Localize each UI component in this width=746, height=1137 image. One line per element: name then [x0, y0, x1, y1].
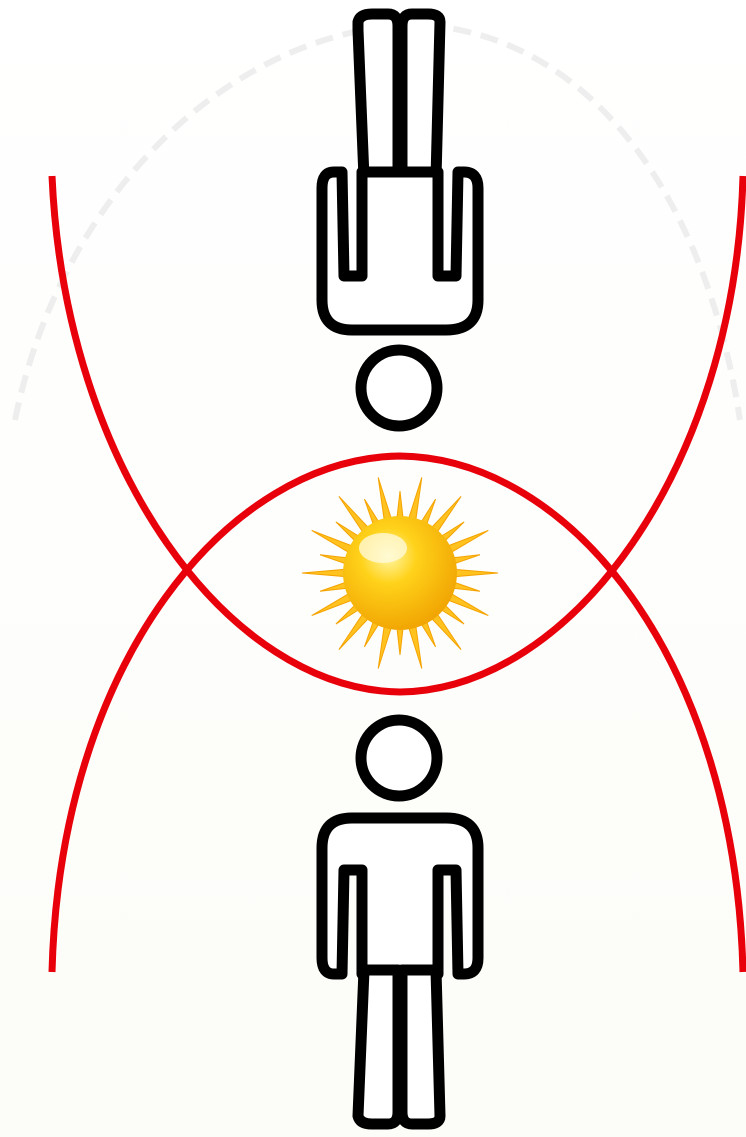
person-inverted-torso	[322, 172, 478, 330]
sun-highlight	[359, 533, 407, 563]
person-inverted-right-leg	[402, 14, 440, 178]
person-inverted-head	[361, 350, 437, 426]
sun-core	[343, 516, 457, 630]
person-right-leg	[402, 970, 440, 1124]
person-head	[361, 720, 437, 796]
person-torso	[322, 818, 478, 974]
person-inverted-left-leg	[358, 14, 398, 178]
person-left-leg	[358, 970, 398, 1124]
